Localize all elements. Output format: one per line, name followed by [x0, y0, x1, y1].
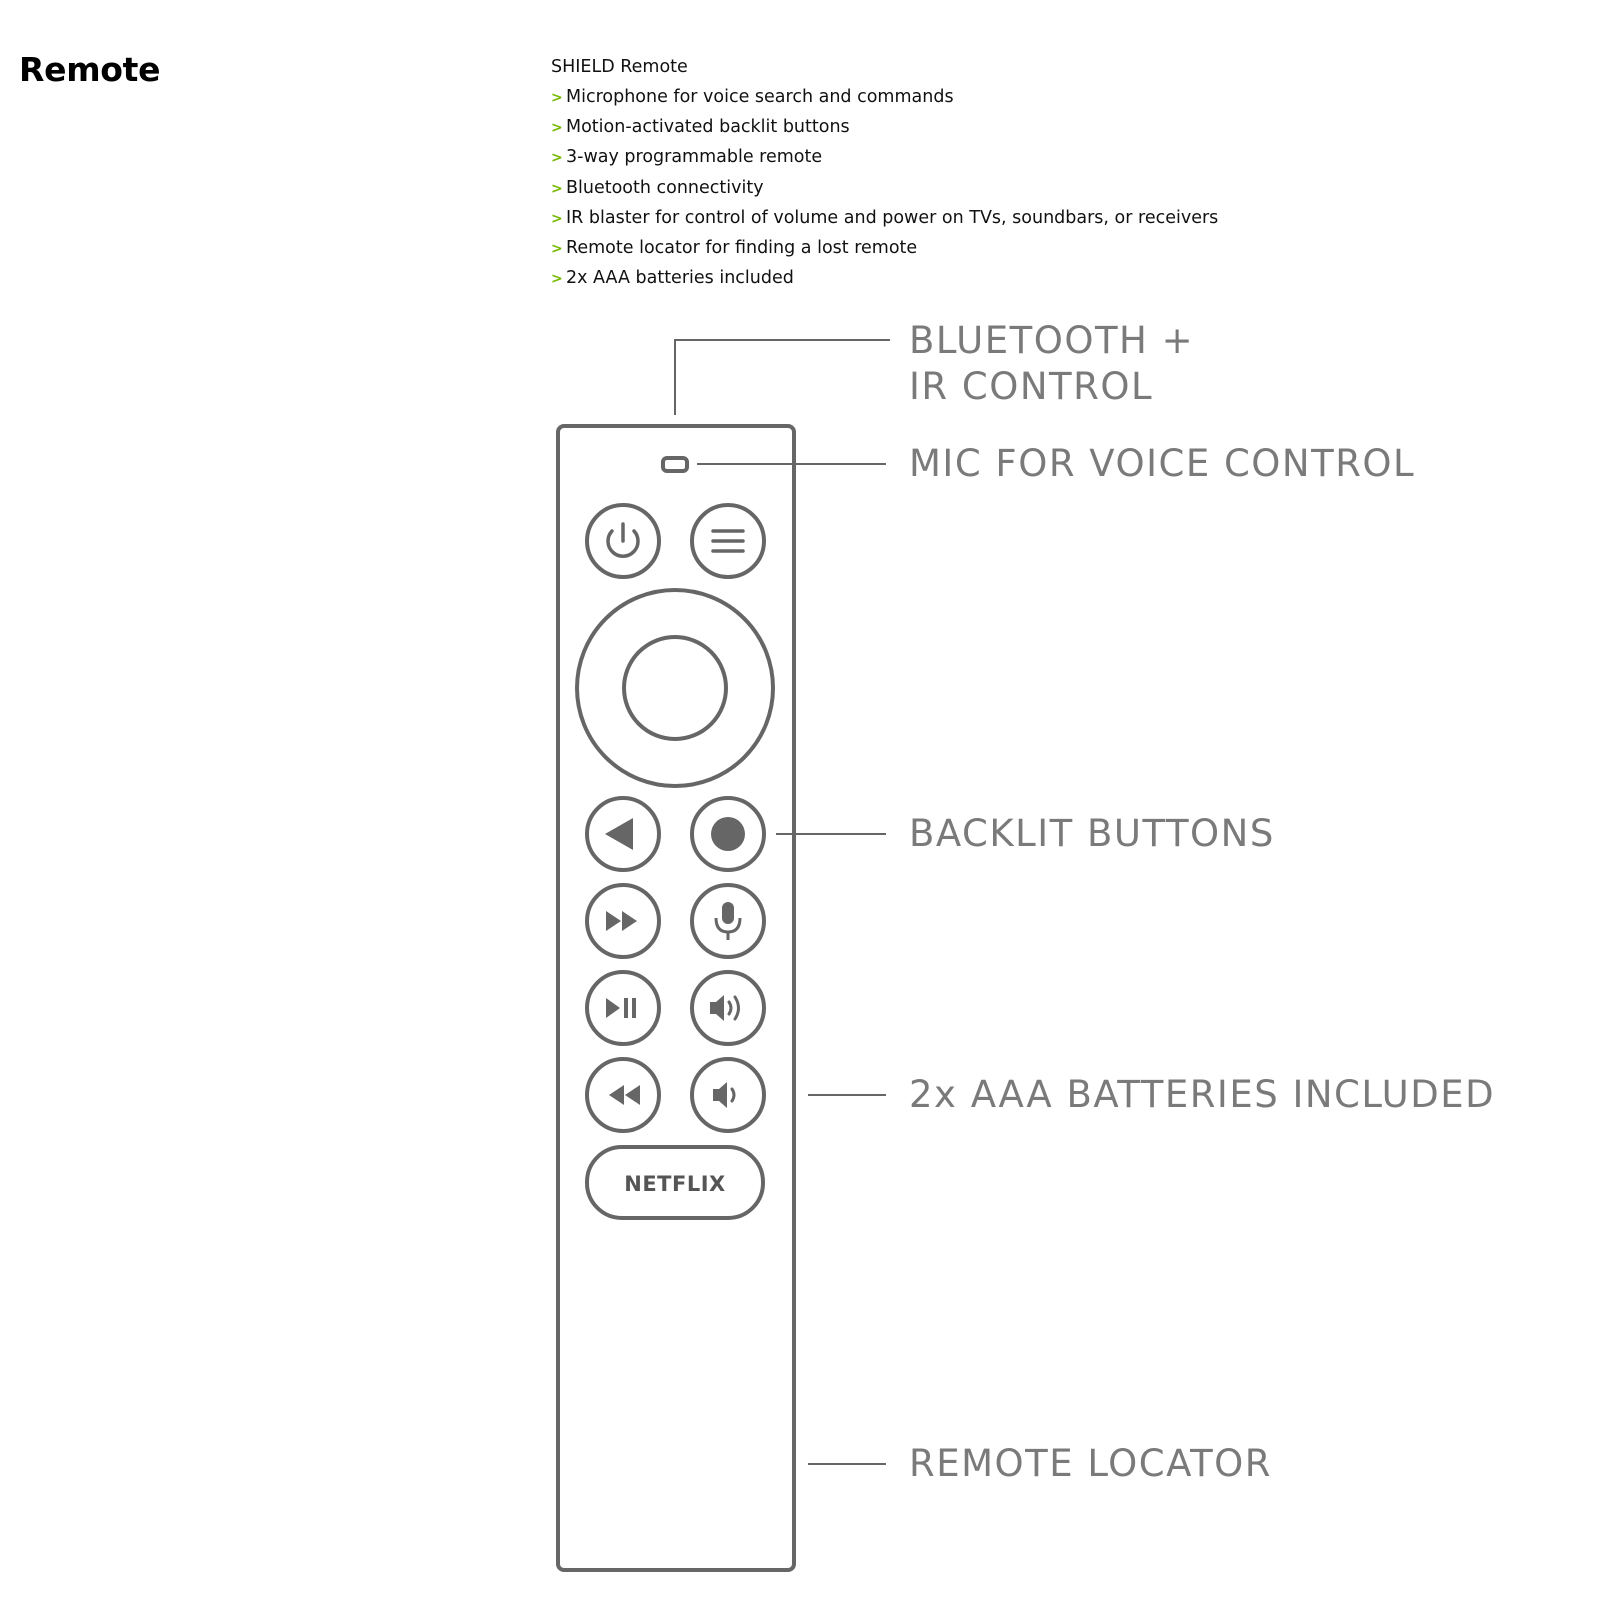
section-title: Remote [19, 50, 161, 89]
home-dot-icon [711, 817, 745, 851]
rewind-button [585, 1057, 661, 1133]
feature-item: >2x AAA batteries included [551, 263, 1218, 293]
spec-list-block: SHIELD Remote >Microphone for voice sear… [551, 52, 1218, 293]
locator-callout: REMOTE LOCATOR [909, 1442, 1272, 1485]
feature-item: >IR blaster for control of volume and po… [551, 203, 1218, 233]
power-icon [606, 522, 640, 558]
hamburger-icon [711, 529, 745, 553]
mic-hole-icon [661, 456, 689, 473]
feature-item: >3-way programmable remote [551, 142, 1218, 172]
play-pause-icon [606, 998, 636, 1018]
feature-item: >Remote locator for finding a lost remot… [551, 233, 1218, 263]
mic-callout: MIC FOR VOICE CONTROL [909, 442, 1415, 485]
green-chevron-icon: > [551, 150, 563, 167]
volume-up-icon [710, 995, 740, 1021]
volume-down-icon [713, 1082, 736, 1108]
bluetooth-callout-line1: BLUETOOTH + [909, 319, 1194, 362]
menu-button [690, 503, 766, 579]
fast-forward-icon [606, 911, 637, 931]
green-chevron-icon: > [551, 271, 563, 288]
netflix-button: NETFLIX [585, 1145, 765, 1220]
green-chevron-icon: > [551, 90, 563, 106]
feature-item: >Bluetooth connectivity [551, 173, 1218, 203]
home-button [690, 796, 766, 872]
feature-text: Microphone for voice search and commands [566, 87, 954, 107]
bluetooth-callout-line2: IR CONTROL [909, 365, 1153, 408]
feature-item: >Microphone for voice search and command… [551, 82, 1218, 112]
feature-text: Motion-activated backlit buttons [566, 117, 850, 138]
callout-lines [674, 339, 890, 1465]
feature-text: Remote locator for finding a lost remote [566, 237, 918, 258]
feature-text: 2x AAA batteries included [566, 268, 794, 289]
back-triangle-icon [605, 818, 633, 850]
microphone-icon [714, 902, 742, 940]
feature-item: >Motion-activated backlit buttons [551, 112, 1218, 142]
remote-body [556, 424, 796, 1572]
rewind-icon [609, 1085, 640, 1105]
green-chevron-icon: > [551, 180, 563, 197]
feature-list: >Microphone for voice search and command… [551, 82, 1218, 293]
power-button [585, 503, 661, 579]
green-chevron-icon: > [551, 120, 563, 137]
play-pause-button [585, 970, 661, 1046]
back-button [585, 796, 661, 872]
green-chevron-icon: > [551, 210, 563, 227]
voice-button [690, 883, 766, 959]
feature-text: IR blaster for control of volume and pow… [566, 207, 1219, 228]
netflix-label: NETFLIX [624, 1172, 725, 1196]
dpad-ring [575, 588, 775, 788]
backlit-callout: BACKLIT BUTTONS [909, 812, 1275, 855]
fast-forward-button [585, 883, 661, 959]
volume-up-button [690, 970, 766, 1046]
batteries-callout: 2x AAA BATTERIES INCLUDED [909, 1073, 1495, 1116]
select-button [622, 635, 728, 741]
volume-down-button [690, 1057, 766, 1133]
feature-text: Bluetooth connectivity [566, 177, 764, 198]
product-name: SHIELD Remote [551, 57, 688, 77]
bluetooth-leader-line [674, 339, 890, 415]
feature-text: 3-way programmable remote [566, 147, 823, 168]
green-chevron-icon: > [551, 240, 563, 257]
